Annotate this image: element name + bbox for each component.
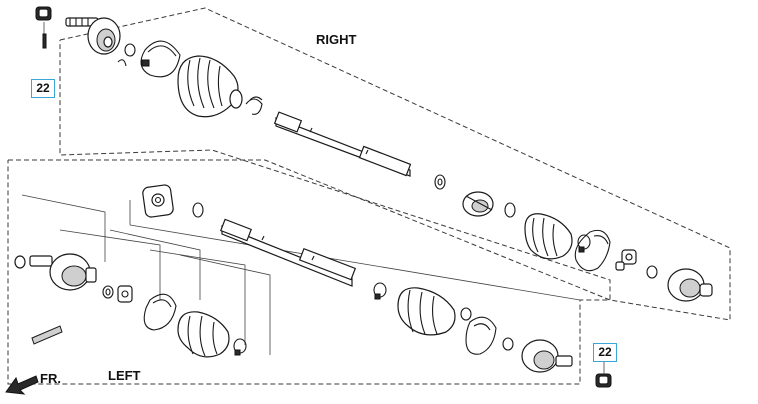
snap-ring-left-2 (102, 285, 114, 299)
front-arrow: FR. (5, 371, 61, 395)
inboard-joint-left (521, 339, 573, 373)
boot-right-outer (177, 55, 243, 118)
snap-ring-right-innermost (646, 265, 658, 279)
boot-band-left-inner-small (460, 307, 472, 321)
boot-band-right-small (245, 96, 263, 115)
outer-ring-left (14, 255, 26, 269)
snap-ring-left-3 (233, 338, 247, 356)
snap-ring-left-inner (373, 282, 387, 300)
cv-joint-left-cage (117, 285, 133, 303)
snap-ring-right-outer (117, 43, 136, 67)
callout-22-upper-left: 22 (31, 79, 55, 98)
boot-band-left-outer (143, 293, 177, 331)
front-arrow-label: FR. (40, 371, 61, 386)
inboard-joint-right (667, 268, 713, 302)
callout-22-lower-right: 22 (593, 343, 617, 362)
boot-band-right-outer (140, 40, 181, 78)
flange-nut-left (35, 6, 52, 49)
flange-nut-right (595, 362, 612, 388)
right-shaft-frame (59, 7, 731, 321)
bearing-right-inner (462, 191, 494, 217)
drive-shaft-left (220, 218, 357, 287)
boot-band-right-inner (574, 229, 611, 272)
left-shaft-frame (7, 159, 611, 385)
boot-left-inner (397, 287, 456, 336)
boot-left-outer (177, 311, 230, 358)
outboard-joint-right (65, 17, 121, 55)
tripod-housing-left (142, 184, 174, 218)
label-left: LEFT (108, 368, 141, 383)
snap-ring-right-inner-3 (577, 234, 591, 253)
drive-shaft-right (273, 111, 412, 177)
snap-ring-left-1 (192, 202, 204, 218)
snap-ring-right-inner-1 (434, 174, 446, 190)
snap-ring-right-inner-2 (504, 202, 516, 218)
tripod-joint-right (615, 249, 637, 271)
boot-band-left-inner (465, 316, 497, 355)
boot-right-inner (524, 213, 573, 260)
stub-axle-left (29, 253, 97, 291)
snap-ring-left-innermost (502, 337, 514, 351)
label-right: RIGHT (316, 32, 357, 47)
grease-tube (31, 325, 63, 345)
